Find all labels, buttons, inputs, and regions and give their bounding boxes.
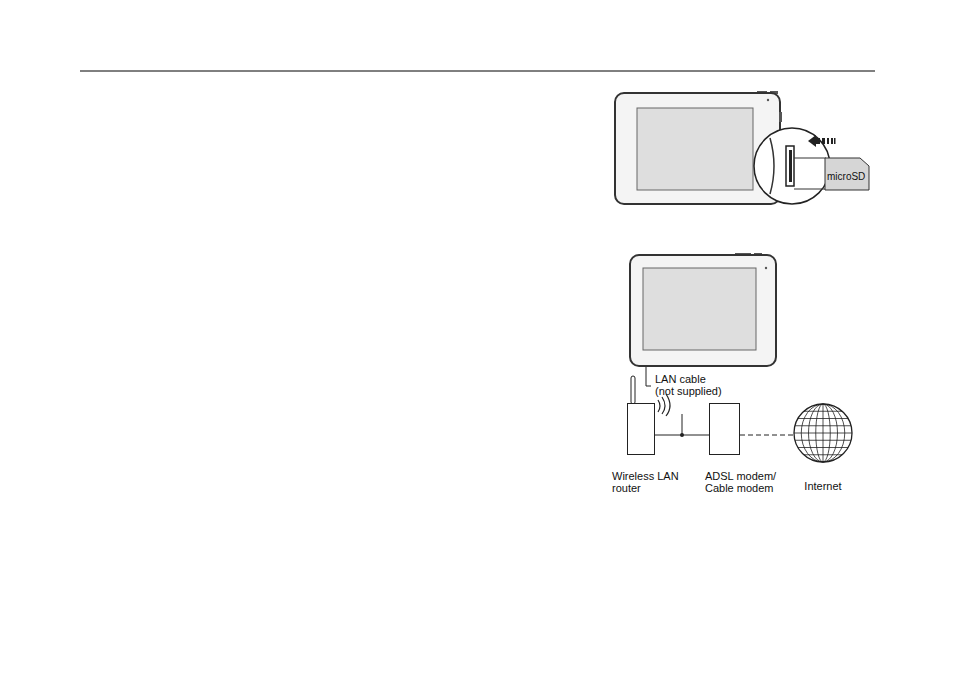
tablet-figure [615,91,782,204]
router-box: Wireless LAN router [627,403,655,455]
device-label: ADSL modem/ Cable modem [705,470,781,494]
box-outline [627,403,655,455]
leader-line [646,386,651,387]
cable-line [682,414,683,435]
microsd-card: microSD [824,157,870,191]
insert-arrow [808,135,836,147]
internet-globe: Internet [793,403,853,463]
header-rule [80,71,875,72]
wifi-symbol [658,394,670,416]
slot-zoom [754,128,830,204]
cable-note: LAN cable (not supplied) [655,373,727,397]
leader-line [646,367,647,386]
device-label: Internet [783,480,863,492]
tablet-figure [630,253,776,366]
box-outline [709,403,740,455]
antenna-symbol [631,376,635,404]
globe-outline [793,403,853,463]
device-label: Wireless LAN router [612,470,686,494]
dashed-link [740,435,793,436]
modem-box: ADSL modem/ Cable modem [709,403,740,455]
cable-link [655,435,709,436]
card-label: microSD [827,171,865,183]
